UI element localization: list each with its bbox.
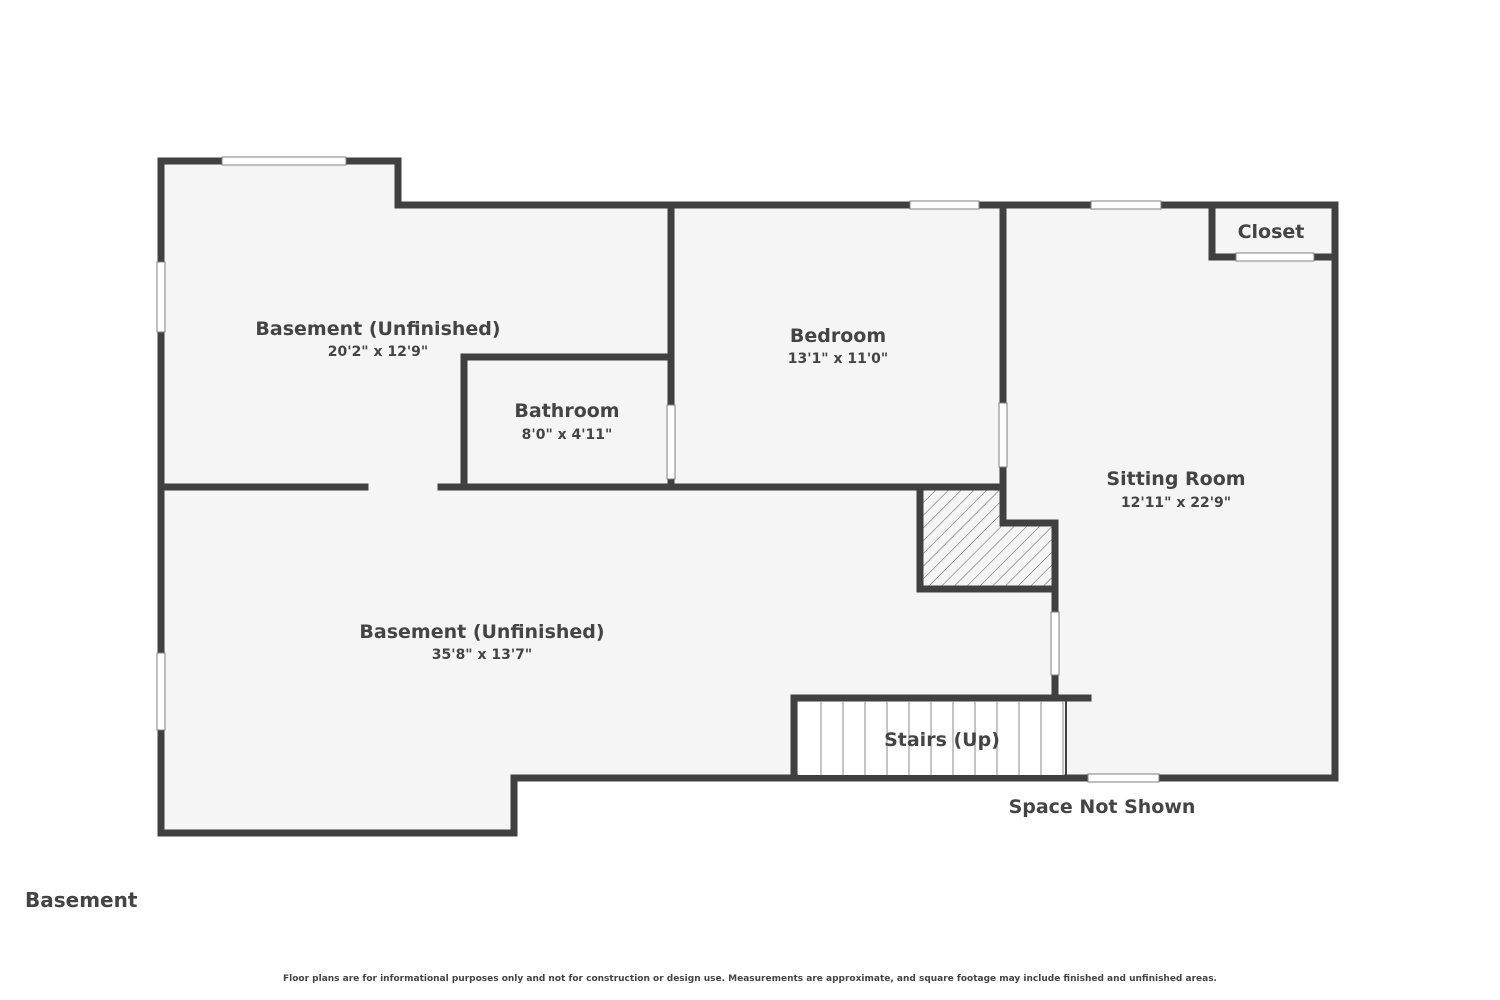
- window-sitting: [1090, 200, 1162, 210]
- room-dims-basement-upper: 20'2" x 12'9": [328, 344, 428, 360]
- door-closet: [1235, 252, 1315, 262]
- floor-label: Basement: [25, 888, 138, 912]
- room-dims-bedroom: 13'1" x 11'0": [788, 351, 888, 367]
- opening-bottom: [1087, 773, 1160, 783]
- room-dims-sitting-room: 12'11" x 22'9": [1121, 495, 1231, 511]
- door-bedroom: [998, 402, 1008, 468]
- room-dims-basement-lower: 35'8" x 13'7": [432, 647, 532, 663]
- walls: [157, 157, 1339, 837]
- stairs: [798, 698, 1067, 778]
- openings: [156, 156, 1315, 783]
- space-not-shown-label: Space Not Shown: [1009, 796, 1196, 818]
- disclaimer: Floor plans are for informational purpos…: [283, 974, 1217, 984]
- outer-wall: [157, 157, 1339, 837]
- window-left-upper: [156, 261, 166, 333]
- hatched-void: [920, 489, 1053, 589]
- room-dims-bathroom: 8'0" x 4'11": [522, 427, 613, 443]
- room-name-basement-upper: Basement (Unfinished): [255, 318, 500, 340]
- room-name-bedroom: Bedroom: [790, 325, 886, 347]
- room-name-stairs: Stairs (Up): [884, 729, 1000, 751]
- room-name-bathroom: Bathroom: [514, 400, 619, 422]
- door-bathroom: [666, 404, 676, 480]
- window-top-left: [221, 156, 347, 166]
- window-left-lower: [156, 652, 166, 731]
- room-labels: Basement (Unfinished) 20'2" x 12'9" Bath…: [255, 221, 1304, 818]
- floor-fills: [161, 161, 1335, 833]
- window-bedroom: [909, 200, 980, 210]
- door-sitting-lower: [1050, 611, 1060, 676]
- room-name-sitting-room: Sitting Room: [1106, 468, 1245, 490]
- room-name-closet: Closet: [1238, 221, 1305, 243]
- room-name-basement-lower: Basement (Unfinished): [359, 621, 604, 643]
